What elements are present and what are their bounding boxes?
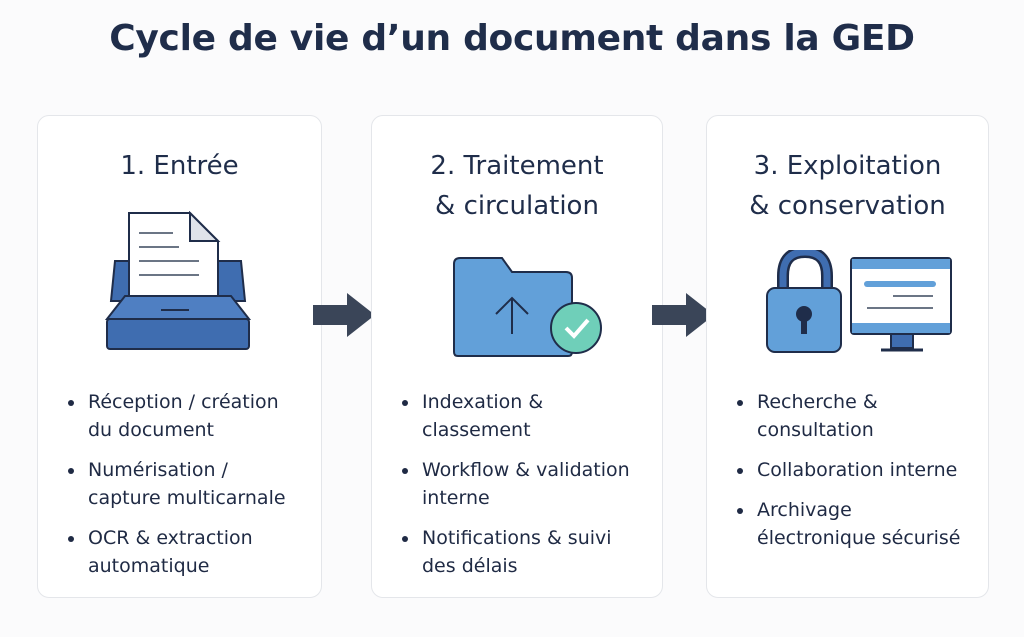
bullet-item: Numérisation /capture multicarnale — [66, 456, 286, 512]
bullet-list: Indexation &classement Workflow & valida… — [400, 388, 630, 592]
page-title: Cycle de vie d’un document dans la GED — [109, 18, 915, 59]
lock-monitor-icon — [766, 250, 952, 353]
folder-upload-check-icon — [453, 257, 602, 357]
arrow-right-icon — [652, 293, 714, 337]
bullet-item: Indexation &classement — [400, 388, 630, 444]
step-title: 3. Exploitation& conservation — [749, 151, 946, 221]
arrow-right-icon — [313, 293, 375, 337]
bullet-item: Recherche &consultation — [735, 388, 960, 444]
bullet-list: Recherche &consultation Collaboration in… — [735, 388, 960, 564]
scanner-icon — [104, 211, 252, 350]
step-card-exploitation: 3. Exploitation& conservation Recherche … — [706, 115, 989, 598]
bullet-item: Collaboration interne — [735, 456, 960, 484]
step-title: 1. Entrée — [120, 151, 239, 181]
step-title: 2. Traitement& circulation — [430, 151, 604, 221]
step-card-traitement: 2. Traitement& circulation Indexation &c… — [371, 115, 663, 598]
